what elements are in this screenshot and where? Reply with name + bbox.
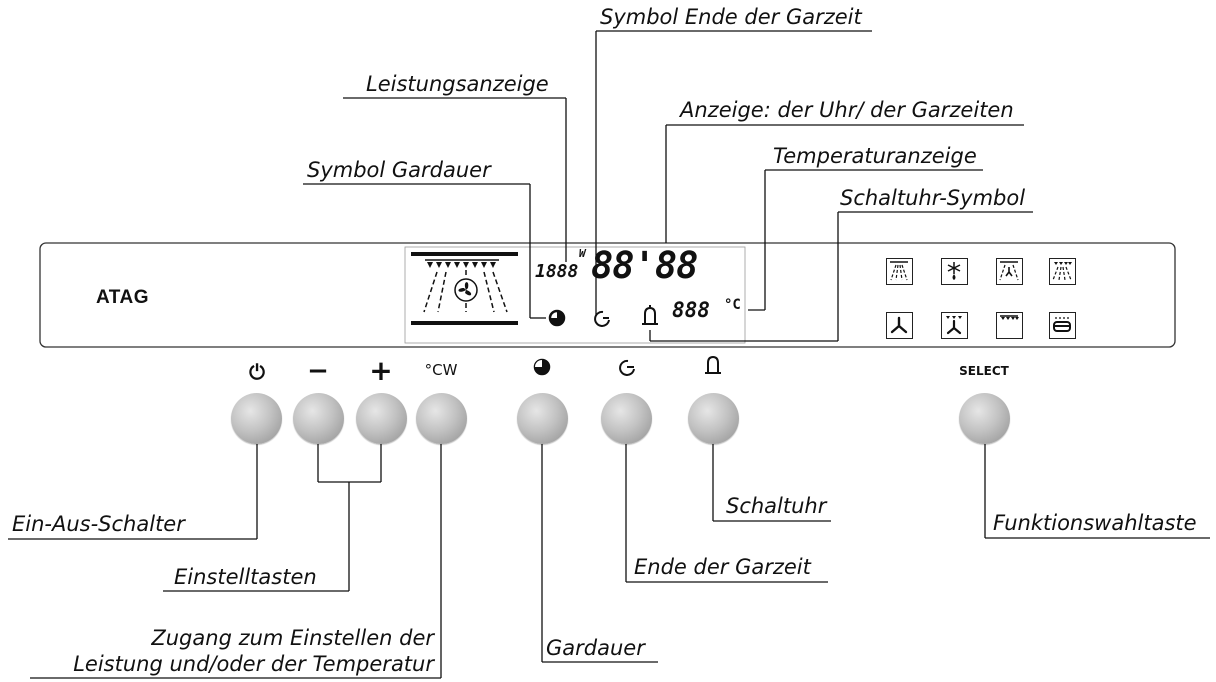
- select-label: SELECT: [959, 364, 1009, 378]
- bell-icon: [642, 305, 658, 325]
- fan-only-icon: [886, 312, 913, 339]
- label-schaltuhr: Schaltuhr: [726, 494, 827, 518]
- brand-logo: ATAG: [96, 287, 150, 308]
- hot-air-grill-icon: [996, 258, 1023, 285]
- top-bottom-heat-icon: [886, 258, 913, 285]
- label-symbol-ende-garzeit: Symbol Ende der Garzeit: [600, 5, 862, 29]
- label-schaltuhr-symbol: Schaltuhr-Symbol: [840, 186, 1026, 210]
- plus-icon: +: [369, 354, 393, 387]
- label-ein-aus-schalter: Ein-Aus-Schalter: [12, 512, 185, 536]
- clock-display: 88'88: [591, 244, 698, 287]
- pizza-bottom-heat-icon: [1049, 312, 1076, 339]
- label-einstelltasten: Einstelltasten: [174, 565, 317, 589]
- end-time-icon: [594, 310, 610, 327]
- temperature-power-button[interactable]: [416, 393, 467, 444]
- defrost-icon: [941, 258, 968, 285]
- top-heat-icon: [996, 312, 1023, 339]
- fan-icon: [454, 278, 478, 302]
- power-button[interactable]: [231, 393, 282, 444]
- label-symbol-gardauer: Symbol Gardauer: [307, 158, 491, 182]
- end-time-button[interactable]: [601, 393, 652, 444]
- power-unit: W: [579, 247, 586, 260]
- temperature-power-icon: °CW: [424, 361, 458, 379]
- clock-duration-icon: [548, 309, 566, 327]
- power-icon: ⏻: [249, 360, 265, 384]
- label-anzeige-uhr: Anzeige: der Uhr/ der Garzeiten: [680, 98, 1014, 122]
- label-leistungsanzeige: Leistungsanzeige: [366, 72, 549, 96]
- label-gardauer: Gardauer: [546, 636, 645, 660]
- power-display: 1888: [535, 261, 579, 282]
- label-ende-garzeit: Ende der Garzeit: [634, 555, 811, 579]
- timer-button[interactable]: [688, 393, 739, 444]
- full-grill-icon: [1049, 258, 1076, 285]
- duration-button[interactable]: [517, 393, 568, 444]
- select-button[interactable]: [959, 393, 1010, 444]
- label-zugang-line1: Zugang zum Einstellen der: [151, 626, 434, 650]
- temperature-display: 888: [672, 298, 710, 322]
- label-zugang-line2: Leistung und/oder der Temperatur: [73, 652, 434, 676]
- fan-grill-icon: [941, 312, 968, 339]
- temperature-unit: °C: [724, 297, 741, 313]
- label-funktionswahltaste: Funktionswahltaste: [993, 511, 1197, 535]
- label-temperaturanzeige: Temperaturanzeige: [773, 144, 977, 168]
- minus-button[interactable]: [293, 393, 344, 444]
- plus-button[interactable]: [356, 393, 407, 444]
- grill-element-icon: [427, 262, 496, 268]
- minus-icon: −: [307, 356, 329, 386]
- display-frame: [404, 246, 746, 344]
